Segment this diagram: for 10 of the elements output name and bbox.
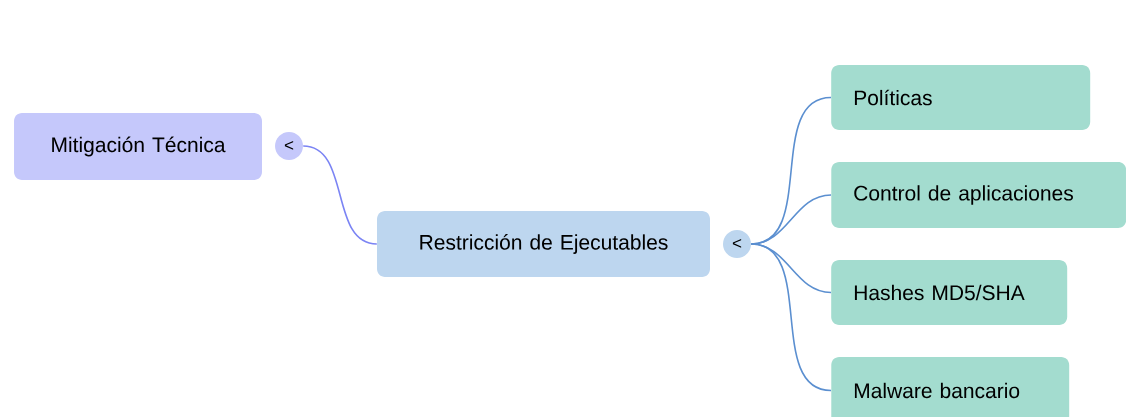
connector-curve bbox=[302, 145, 378, 245]
collapse-button: < bbox=[723, 230, 751, 258]
topic-box: Control de aplicaciones bbox=[831, 162, 1126, 228]
connector-curve bbox=[750, 243, 832, 392]
topic-box: Hashes MD5/SHA bbox=[831, 260, 1068, 325]
topic-box: Mitigación Técnica bbox=[14, 113, 262, 180]
collapse-button: < bbox=[275, 132, 303, 160]
topic-box: Malware bancario bbox=[831, 357, 1070, 417]
topic-box: Restricción de Ejecutables bbox=[377, 211, 710, 277]
topic-box: Políticas bbox=[831, 65, 1091, 130]
